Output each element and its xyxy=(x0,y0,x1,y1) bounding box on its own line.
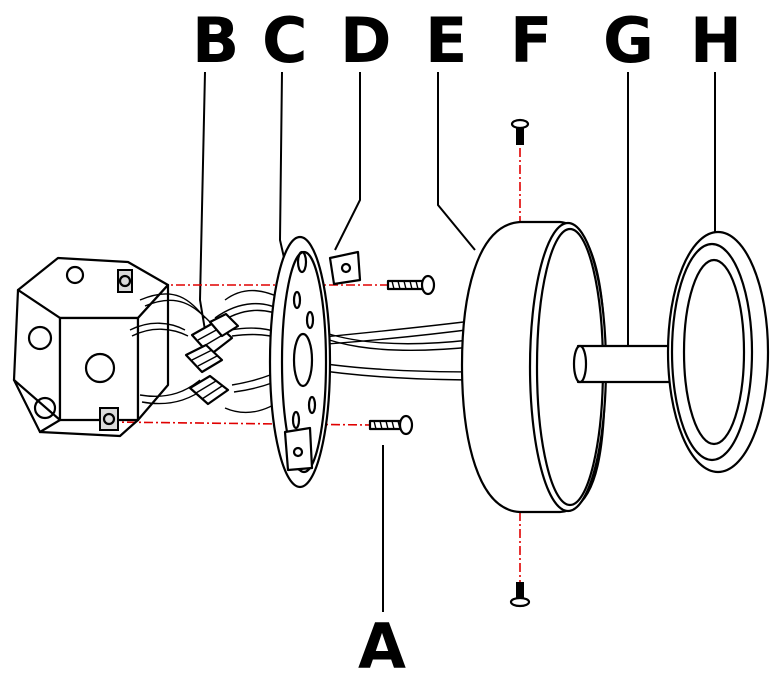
knockout-2 xyxy=(84,352,116,384)
canopy-screw-bottom xyxy=(509,582,531,608)
bracket-screw-lower xyxy=(368,414,414,436)
callout-g: G xyxy=(603,4,654,77)
guide-lower xyxy=(109,421,371,426)
canopy-screw-top xyxy=(510,118,530,145)
callout-c: C xyxy=(262,4,308,77)
leader-b xyxy=(198,71,206,331)
callout-a: A xyxy=(358,610,406,680)
wire-nut-2 xyxy=(184,343,224,374)
knockout-3 xyxy=(33,396,57,420)
trim-ring xyxy=(666,230,770,474)
callout-h: H xyxy=(690,4,742,77)
leader-c xyxy=(278,71,286,263)
bracket-center-hole xyxy=(292,332,314,388)
wire-nuts xyxy=(184,312,240,406)
mounting-bracket xyxy=(268,235,362,489)
leader-e xyxy=(437,72,476,251)
bracket-screw-upper xyxy=(386,274,436,296)
wire-nut-3 xyxy=(188,374,230,406)
canopy xyxy=(460,220,608,514)
trim-ring-inner xyxy=(682,258,746,446)
arm-rod xyxy=(576,344,672,384)
lamp-arm xyxy=(572,344,672,384)
junction-box-right-face xyxy=(136,283,170,422)
box-ear-top xyxy=(117,269,133,293)
wire-nut-4 xyxy=(208,312,240,338)
box-ear-bottom xyxy=(99,407,119,431)
bracket-tab-top xyxy=(328,250,362,286)
knockout-1 xyxy=(27,325,53,351)
leader-lines xyxy=(198,71,716,612)
callout-d: D xyxy=(340,4,391,77)
callout-b: B xyxy=(192,4,239,77)
callout-f: F xyxy=(510,4,552,77)
leader-d xyxy=(334,72,361,251)
junction-box-front-face xyxy=(58,316,140,422)
callout-e: E xyxy=(425,4,467,77)
knockout-4 xyxy=(65,265,85,285)
junction-box xyxy=(12,256,170,438)
